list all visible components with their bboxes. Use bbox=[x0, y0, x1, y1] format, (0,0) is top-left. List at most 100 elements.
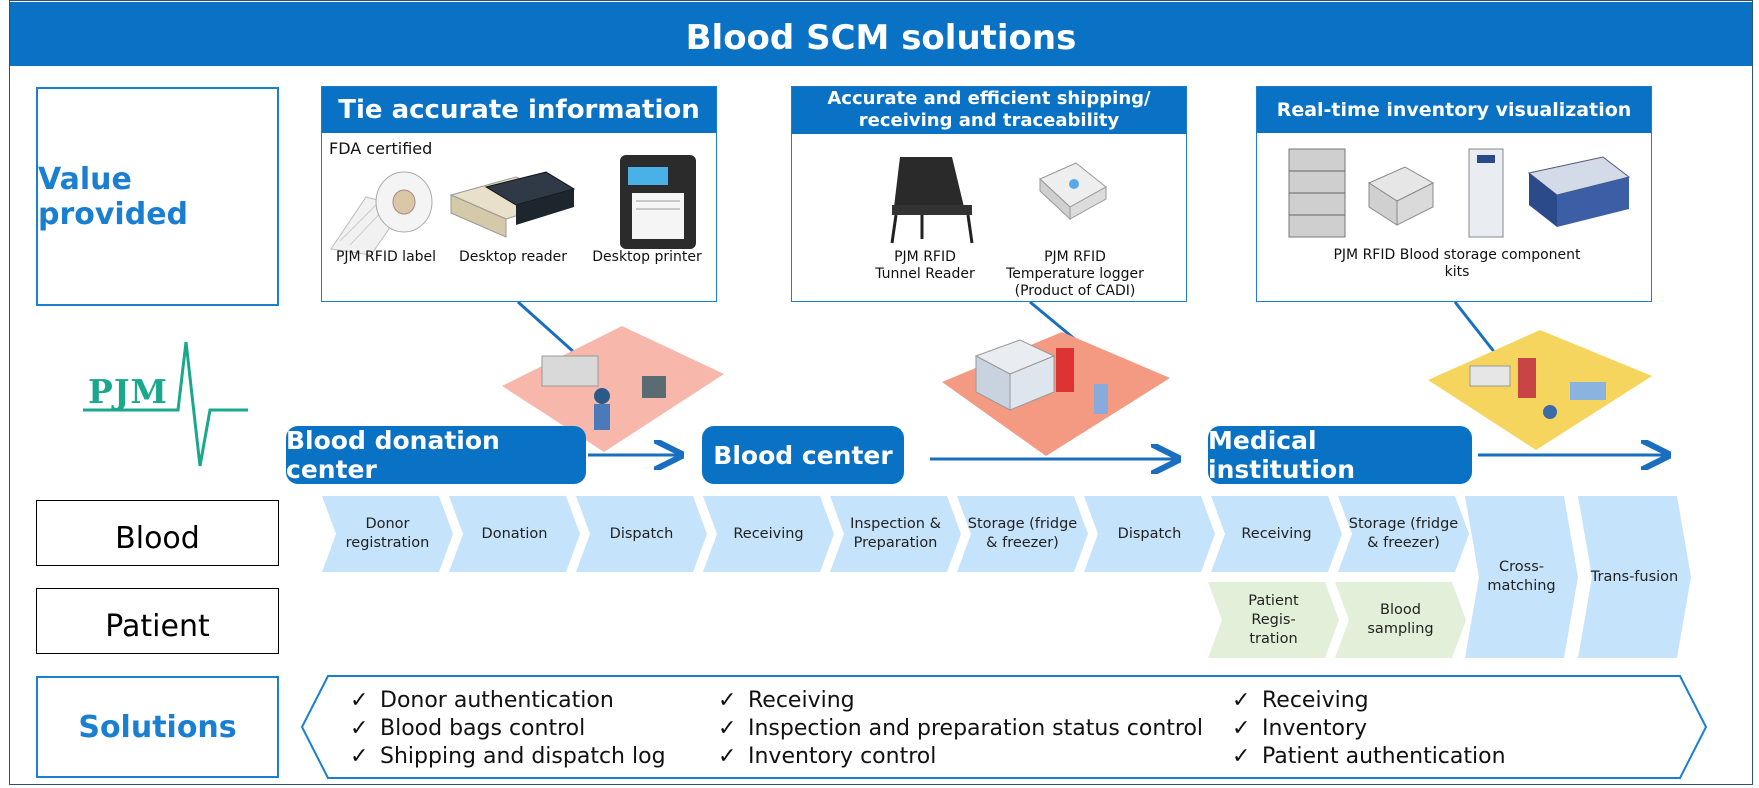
row-label-blood-text: Blood bbox=[115, 520, 200, 556]
blood-step-4: Receiving bbox=[703, 496, 834, 572]
caption-pjm-rfid-label: PJM RFID label bbox=[335, 249, 437, 265]
checkmark-icon: ✓ bbox=[350, 716, 369, 741]
desktop-reader-icon bbox=[449, 171, 576, 238]
solution-text: Inventory control bbox=[748, 744, 937, 769]
blood-step-2: Donation bbox=[449, 496, 580, 572]
row-label-value-provided-text: Value provided bbox=[38, 161, 189, 232]
checkmark-icon: ✓ bbox=[718, 688, 737, 713]
blood-step-6: Storage (fridge & freezer) bbox=[957, 496, 1088, 572]
patient-step-1-line1: Patient bbox=[1248, 592, 1299, 609]
patient-step-1-line2: Regis- bbox=[1251, 611, 1296, 628]
blood-step-1-line2: registration bbox=[345, 535, 430, 551]
row-label-solutions: Solutions bbox=[36, 676, 279, 778]
solution-text: Donor authentication bbox=[380, 688, 614, 713]
blood-center-illustration bbox=[942, 332, 1170, 456]
caption-tunnel-reader: PJM RFID Tunnel Reader bbox=[850, 249, 1000, 283]
final-step-1-line2: matching bbox=[1487, 578, 1556, 594]
pjm-logo-text: PJM bbox=[88, 372, 168, 411]
solution-item-col3-1: ✓ Receiving bbox=[1232, 688, 1369, 713]
blood-step-9-line2: & freezer) bbox=[1367, 535, 1440, 551]
page-title: Blood SCM solutions bbox=[685, 18, 1077, 58]
solution-item-col3-3: ✓ Patient authentication bbox=[1232, 744, 1506, 769]
blood-step-6-line1: Storage (fridge bbox=[967, 516, 1078, 532]
row-label-blood: Blood bbox=[36, 500, 279, 566]
solution-text: Inspection and preparation status contro… bbox=[748, 716, 1204, 741]
solution-item-col1-2: ✓ Blood bags control bbox=[350, 716, 585, 741]
caption-temperature-logger-line1: PJM RFID bbox=[1044, 249, 1106, 265]
pjm-logo: PJM bbox=[78, 338, 258, 468]
solution-item-col2-2: ✓ Inspection and preparation status contr… bbox=[718, 716, 1203, 741]
panel-title-shipping-line1: Accurate and efficient shipping/ bbox=[827, 88, 1151, 109]
checkmark-icon: ✓ bbox=[718, 744, 737, 769]
blood-step-5-line1: Inspection & bbox=[850, 516, 941, 532]
checkmark-icon: ✓ bbox=[350, 744, 369, 769]
blood-step-4-line1: Receiving bbox=[733, 525, 804, 542]
blood-step-1-line1: Donor bbox=[365, 516, 410, 532]
final-step-1-line1: Cross- bbox=[1499, 559, 1544, 575]
caption-storage-kits-line1: PJM RFID Blood storage component bbox=[1333, 247, 1581, 263]
caption-desktop-printer: Desktop printer bbox=[592, 249, 702, 265]
panel-title-shipping-line2: receiving and traceability bbox=[858, 110, 1120, 131]
blood-step-8: Receiving bbox=[1211, 496, 1342, 572]
medical-institution-illustration bbox=[1428, 330, 1652, 450]
final-step-2-line1: Trans-fusion bbox=[1590, 568, 1679, 585]
solution-text: Shipping and dispatch log bbox=[380, 744, 666, 769]
solution-text: Receiving bbox=[748, 688, 855, 713]
solution-item-col2-3: ✓ Inventory control bbox=[718, 744, 936, 769]
pjm-logo-pulse-icon bbox=[83, 341, 248, 467]
solution-text: Blood bags control bbox=[380, 716, 586, 741]
caption-tunnel-reader-line1: PJM RFID bbox=[894, 249, 956, 265]
blood-step-3-line1: Dispatch bbox=[609, 525, 674, 542]
solution-text: Receiving bbox=[1262, 688, 1369, 713]
storage-kit-icon bbox=[1288, 148, 1631, 238]
checkmark-icon: ✓ bbox=[1232, 744, 1251, 769]
fda-certified-note: FDA certified bbox=[329, 139, 433, 158]
caption-temperature-logger-line2: Temperature logger bbox=[1006, 266, 1144, 282]
caption-desktop-reader: Desktop reader bbox=[458, 249, 568, 265]
temperature-logger-icon bbox=[1039, 162, 1107, 221]
blood-step-7-line1: Dispatch bbox=[1117, 525, 1182, 542]
row-label-patient-text: Patient bbox=[105, 608, 210, 644]
tunnel-reader-icon bbox=[890, 157, 974, 244]
desktop-printer-icon bbox=[620, 155, 696, 249]
solution-text: Patient authentication bbox=[1262, 744, 1506, 769]
solution-item-col3-2: ✓Inventory bbox=[1232, 716, 1367, 741]
blood-step-5: Inspection & Preparation bbox=[830, 496, 961, 572]
blood-step-6-line2: & freezer) bbox=[986, 535, 1059, 551]
blood-step-2-line1: Donation bbox=[481, 525, 548, 542]
stage-blood-donation-center: Blood donation center bbox=[286, 426, 586, 484]
checkmark-icon: ✓ bbox=[350, 688, 369, 713]
patient-step-1-line3: tration bbox=[1249, 630, 1298, 647]
blood-step-8-line1: Receiving bbox=[1241, 525, 1312, 542]
caption-tunnel-reader-line2: Tunnel Reader bbox=[875, 266, 975, 282]
caption-storage-kits: PJM RFID Blood storage component kits bbox=[1297, 247, 1617, 281]
checkmark-icon: ✓ bbox=[1232, 716, 1251, 741]
solution-item-col2-1: ✓ Receiving bbox=[718, 688, 855, 713]
blood-step-7: Dispatch bbox=[1084, 496, 1215, 572]
stage-medical-institution: Medical institution bbox=[1208, 426, 1472, 484]
panel-title-info: Tie accurate information bbox=[322, 87, 716, 133]
blood-step-3: Dispatch bbox=[576, 496, 707, 572]
donation-center-illustration bbox=[502, 326, 724, 452]
row-label-solutions-text: Solutions bbox=[78, 709, 237, 745]
fda-label-roll-icon bbox=[330, 171, 433, 256]
panel-title-inventory: Real-time inventory visualization bbox=[1257, 87, 1651, 133]
checkmark-icon: ✓ bbox=[718, 716, 737, 741]
blood-step-5-line2: Preparation bbox=[853, 535, 938, 551]
solutions-banner bbox=[300, 675, 1708, 779]
caption-temperature-logger-line3: (Product of CADI) bbox=[1014, 283, 1136, 299]
checkmark-icon: ✓ bbox=[1232, 688, 1251, 713]
panel-tie-accurate-information: Tie accurate information FDA certified P… bbox=[321, 86, 717, 302]
blood-step-9-line1: Storage (fridge bbox=[1348, 516, 1459, 532]
panel-title-shipping: Accurate and efficient shipping/ receivi… bbox=[792, 87, 1186, 134]
blood-step-9: Storage (fridge & freezer) bbox=[1338, 496, 1469, 572]
row-label-value-provided: Value provided bbox=[36, 87, 279, 306]
solution-item-col1-3: ✓ Shipping and dispatch log bbox=[350, 744, 666, 769]
header-bar: Blood SCM solutions bbox=[10, 2, 1752, 66]
caption-storage-kits-line2: kits bbox=[1444, 264, 1470, 280]
panel-realtime-inventory: Real-time inventory visualization PJM RF… bbox=[1256, 86, 1652, 302]
panel-shipping-receiving: Accurate and efficient shipping/ receivi… bbox=[791, 86, 1187, 302]
